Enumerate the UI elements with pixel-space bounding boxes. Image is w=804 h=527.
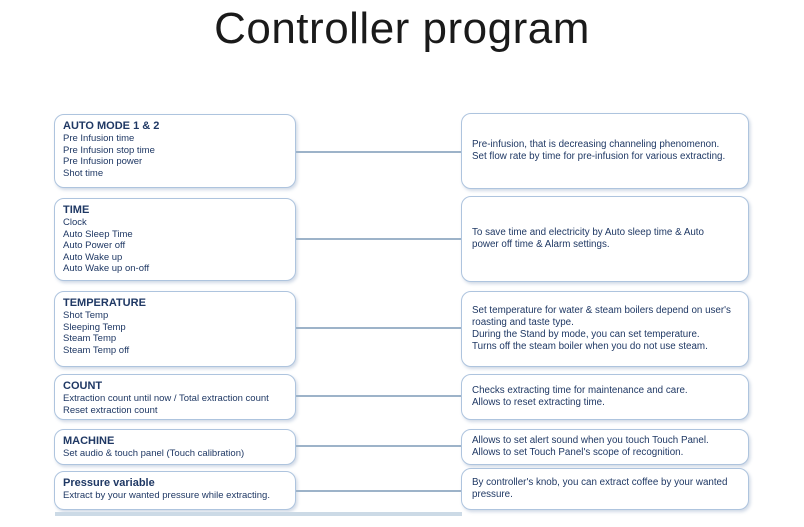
category-box-count: COUNT Extraction count until now / Total… — [54, 374, 296, 420]
bottom-edge-strip — [55, 512, 462, 516]
description-box-temperature: Set temperature for water & steam boiler… — [461, 291, 749, 367]
category-items: Set audio & touch panel (Touch calibrati… — [63, 448, 245, 459]
description-text: By controller's knob, you can extract co… — [472, 477, 728, 500]
connector-line — [296, 238, 461, 240]
connector-line — [296, 327, 461, 329]
category-heading: MACHINE — [63, 435, 115, 447]
description-text: Allows to set alert sound when you touch… — [472, 435, 709, 458]
description-box-time: To save time and electricity by Auto sle… — [461, 196, 749, 282]
description-box-pressure-variable: By controller's knob, you can extract co… — [461, 468, 749, 510]
category-heading: TEMPERATURE — [63, 297, 146, 309]
page-title: Controller program — [214, 4, 590, 53]
category-box-temperature: TEMPERATURE Shot Temp Sleeping Temp Stea… — [54, 291, 296, 367]
category-box-time: TIME Clock Auto Sleep Time Auto Power of… — [54, 198, 296, 281]
connector-line — [296, 445, 461, 447]
category-box-machine: MACHINE Set audio & touch panel (Touch c… — [54, 429, 296, 465]
category-items: Extraction count until now / Total extra… — [63, 393, 269, 416]
connector-line — [296, 490, 461, 492]
description-text: To save time and electricity by Auto sle… — [472, 227, 704, 250]
category-heading: Pressure variable — [63, 477, 155, 489]
category-heading: COUNT — [63, 380, 103, 392]
category-items: Clock Auto Sleep Time Auto Power off Aut… — [63, 217, 150, 274]
description-text: Pre-infusion, that is decreasing channel… — [472, 139, 726, 162]
description-text: Checks extracting time for maintenance a… — [472, 385, 688, 408]
category-items: Shot Temp Sleeping Temp Steam Temp Steam… — [63, 310, 130, 356]
description-box-auto-mode: Pre-infusion, that is decreasing channel… — [461, 113, 749, 189]
category-heading: AUTO MODE 1 & 2 — [63, 120, 160, 132]
category-items: Extract by your wanted pressure while ex… — [63, 490, 270, 501]
connector-line — [296, 151, 461, 153]
category-items: Pre Infusion time Pre Infusion stop time… — [63, 133, 155, 179]
description-text: Set temperature for water & steam boiler… — [472, 305, 731, 352]
category-box-auto-mode: AUTO MODE 1 & 2 Pre Infusion time Pre In… — [54, 114, 296, 188]
category-box-pressure-variable: Pressure variable Extract by your wanted… — [54, 471, 296, 510]
category-heading: TIME — [63, 204, 90, 216]
connector-line — [296, 395, 461, 397]
description-box-count: Checks extracting time for maintenance a… — [461, 374, 749, 420]
description-box-machine: Allows to set alert sound when you touch… — [461, 429, 749, 465]
